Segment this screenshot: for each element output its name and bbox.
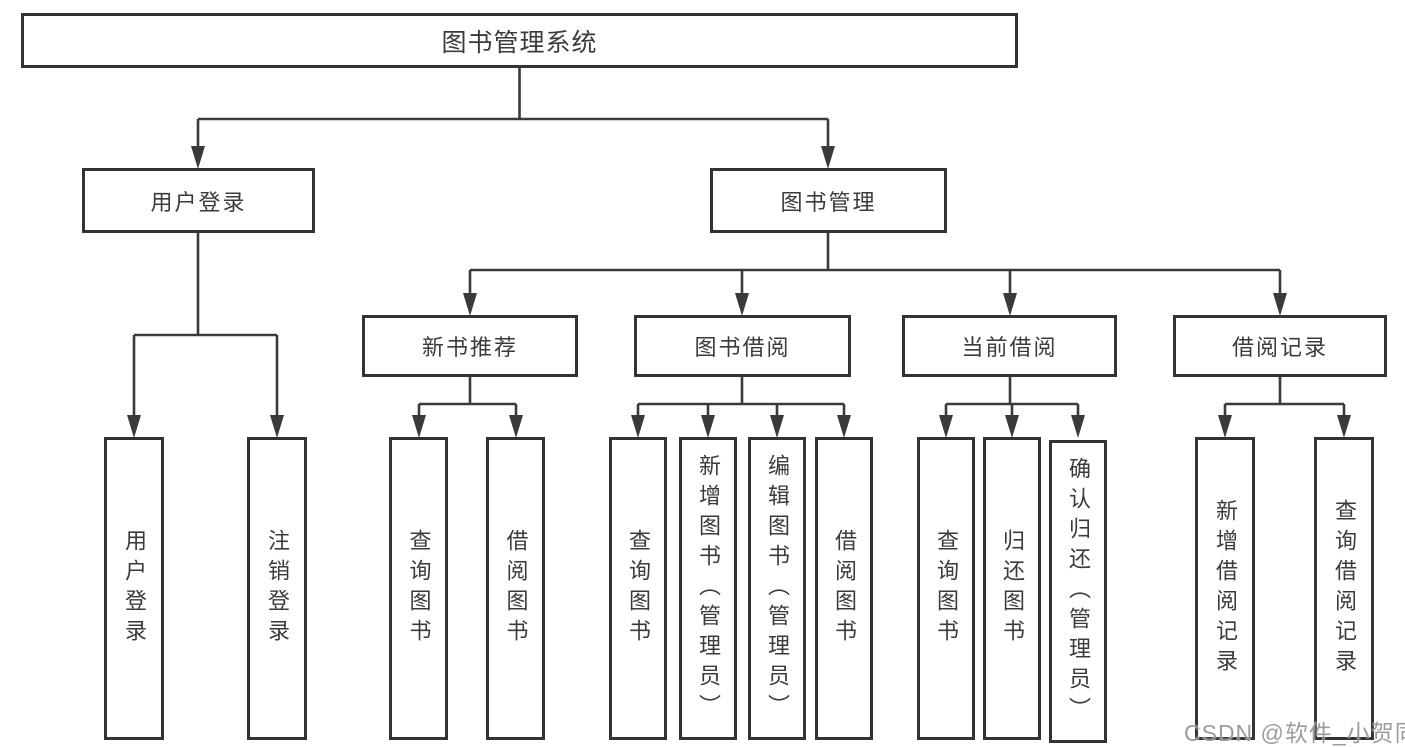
leaf-query-books-borrowing: 查询图书 [609, 437, 667, 740]
leaf-edit-books-admin: 编辑图书（管理员） [748, 437, 806, 740]
leaf-logout: 注销登录 [247, 437, 307, 740]
leaf-borrow-books-recommend: 借阅图书 [486, 437, 545, 740]
csdn-watermark: CSDN @软件_小贺同学 [1184, 720, 1405, 746]
leaf-add-books-admin: 新增图书（管理员） [679, 437, 737, 740]
leaf-query-books-recommend: 查询图书 [389, 437, 448, 740]
leaf-add-borrow-record: 新增借阅记录 [1195, 437, 1255, 740]
leaf-user-login: 用户登录 [104, 437, 164, 740]
node-user-login: 用户登录 [82, 168, 315, 233]
leaf-query-books-current: 查询图书 [917, 437, 975, 740]
node-borrow-records: 借阅记录 [1173, 315, 1387, 377]
node-book-borrowing: 图书借阅 [634, 315, 851, 377]
node-new-book-recommend: 新书推荐 [362, 315, 578, 377]
leaf-confirm-return-admin: 确认归还（管理员） [1049, 440, 1107, 743]
node-book-management: 图书管理 [710, 168, 947, 233]
leaf-return-books: 归还图书 [983, 437, 1041, 740]
node-current-borrowing: 当前借阅 [902, 315, 1117, 377]
leaf-borrow-books-borrowing: 借阅图书 [815, 437, 873, 740]
node-root-library-management-system: 图书管理系统 [21, 13, 1018, 68]
leaf-query-borrow-record: 查询借阅记录 [1314, 437, 1374, 740]
